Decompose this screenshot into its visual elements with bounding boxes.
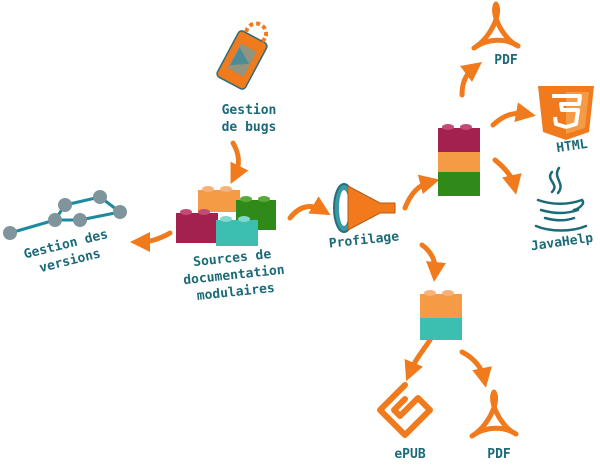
version-graph-icon xyxy=(3,190,127,240)
arrow-stack-to-pdf-bottom xyxy=(459,349,492,388)
arrow-sources-to-versions xyxy=(130,230,173,252)
label-pdf-top: PDF xyxy=(494,53,518,68)
label-bugs-line2: de bugs xyxy=(221,120,277,135)
label-bugs-line1: Gestion xyxy=(221,103,277,118)
arrow-stack-to-epub xyxy=(404,337,433,382)
arrow-funnel-to-bottom-stack xyxy=(419,242,446,282)
bug-tag-icon xyxy=(216,21,269,90)
brick-teal xyxy=(216,216,258,246)
output-stack-bottom xyxy=(420,290,462,340)
label-gestion-bugs: Gestion de bugs xyxy=(214,102,284,136)
flow-arrows xyxy=(130,61,536,388)
pdf-icon-bottom xyxy=(469,389,519,439)
html5-icon xyxy=(538,86,594,140)
label-epub: ePUB xyxy=(394,447,426,462)
brick-purple xyxy=(176,209,218,243)
arrow-stack-to-html xyxy=(490,102,536,128)
lego-bricks-icon xyxy=(176,186,276,246)
brick-orange xyxy=(198,186,240,212)
arrow-sources-to-funnel xyxy=(287,196,331,221)
arrow-stack-to-pdf-top xyxy=(459,61,482,98)
pdf-icon xyxy=(471,1,521,51)
funnel-icon xyxy=(333,183,396,233)
arrow-funnel-to-top-stack xyxy=(402,174,440,211)
epub-icon xyxy=(377,382,433,438)
output-stack-top xyxy=(438,124,480,196)
label-pdf-bottom: PDF xyxy=(487,447,511,462)
java-icon xyxy=(534,166,588,232)
arrow-stack-to-javahelp xyxy=(492,157,522,195)
arrow-bugs-to-sources xyxy=(230,140,249,184)
